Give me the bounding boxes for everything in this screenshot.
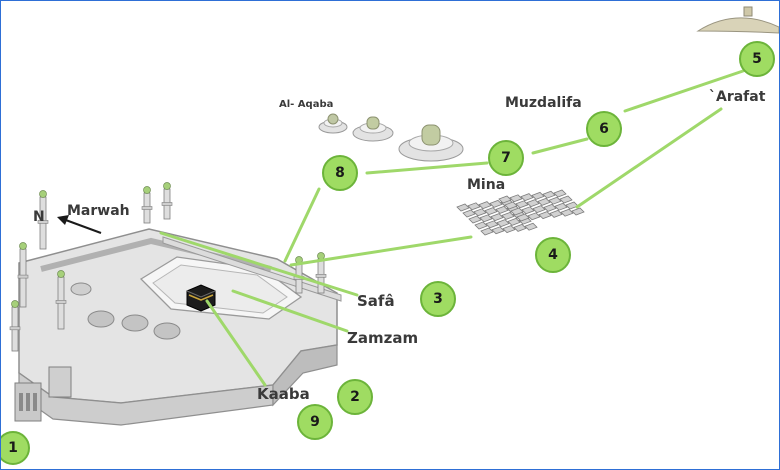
mina-tent (513, 223, 527, 232)
route-zamzam-label (231, 289, 349, 333)
label-kaaba: Kaaba (257, 385, 310, 403)
mina-tent (491, 226, 505, 235)
route-lines (159, 69, 745, 387)
mina-tent (467, 202, 481, 211)
mina-tent (456, 203, 470, 212)
step-number-9: 9 (310, 414, 320, 430)
mina-tent-camp (456, 189, 585, 236)
label-arafat: `Arafat (709, 89, 766, 105)
mina-tent (489, 199, 503, 208)
masjid-al-haram (14, 228, 342, 426)
mina-tent (507, 217, 521, 226)
mina-tent (543, 203, 557, 212)
mina-tent (496, 219, 510, 228)
label-muzdalifa: Muzdalifa (505, 95, 582, 111)
minaret (161, 182, 173, 220)
route-kaaba-label (205, 299, 267, 387)
mina-tent (484, 207, 498, 216)
mina-tent (548, 196, 562, 205)
mina-tent (549, 209, 563, 218)
route-sai-safa-marwah (159, 231, 359, 297)
label-mina: Mina (467, 177, 505, 193)
step-marker-7: 7 (488, 140, 524, 176)
mina-tent (554, 202, 568, 211)
mina-tent (480, 227, 494, 236)
mina-tent (571, 207, 585, 216)
mina-tent (509, 194, 523, 203)
mina-tent (521, 206, 535, 215)
step-number-1: 1 (8, 440, 18, 456)
mina-tent (532, 205, 546, 214)
minaret (141, 186, 153, 224)
step-marker-1: 1 (1, 431, 30, 465)
mina-tent (526, 199, 540, 208)
route-7-to-6 (531, 137, 589, 155)
jamarat-small (318, 113, 348, 134)
mina-tent (485, 220, 499, 229)
minaret (17, 242, 29, 308)
mina-tent (560, 208, 574, 217)
mina-tent (504, 201, 518, 210)
step-number-7: 7 (501, 150, 511, 166)
route-8-to-7 (365, 161, 489, 175)
mina-tent (510, 207, 524, 216)
label-zamzam: Zamzam (347, 329, 418, 347)
step-marker-2: 2 (337, 379, 373, 415)
step-marker-4: 4 (535, 237, 571, 273)
mina-tent (473, 208, 487, 217)
mina-tent (501, 211, 515, 220)
mina-tent (478, 201, 492, 210)
step-number-4: 4 (548, 247, 558, 263)
step-marker-8: 8 (322, 155, 358, 191)
compass-north-label: N (33, 209, 45, 225)
mina-tent (515, 200, 529, 209)
mina-tent (474, 221, 488, 230)
route-8-to-haram (283, 187, 321, 263)
route-6-to-5 (623, 69, 745, 113)
mina-tent (542, 190, 556, 199)
mina-tent (537, 197, 551, 206)
label-marwah: Marwah (67, 203, 130, 219)
route-mina-to-haram (289, 235, 473, 267)
minaret (37, 190, 49, 250)
mina-tent (490, 213, 504, 222)
label-al-aqaba: Al- Aqaba (279, 99, 333, 110)
label-safa: Safâ (357, 292, 395, 310)
mina-tent (538, 211, 552, 220)
step-number-8: 8 (335, 165, 345, 181)
step-marker-5: 5 (739, 41, 775, 77)
mina-tent (462, 209, 476, 218)
step-number-5: 5 (752, 51, 762, 67)
mina-tent (527, 212, 541, 221)
mount-arafat (696, 6, 779, 34)
mina-tent (531, 191, 545, 200)
mina-tent (479, 214, 493, 223)
minaret (55, 270, 67, 330)
minaret (9, 300, 21, 352)
mina-tent (553, 189, 567, 198)
step-number-2: 2 (350, 389, 360, 405)
step-number-6: 6 (599, 121, 609, 137)
jamarat-large (398, 124, 464, 162)
mina-tent (468, 215, 482, 224)
mina-tent (516, 213, 530, 222)
mina-tent (495, 205, 509, 214)
north-arrow (57, 215, 102, 234)
mina-tent (520, 193, 534, 202)
mina-tent (559, 195, 573, 204)
jamarat-middle (352, 116, 394, 142)
step-marker-9: 9 (297, 404, 333, 440)
mina-tent (502, 225, 516, 234)
mina-tent (498, 195, 512, 204)
step-number-3: 3 (433, 291, 443, 307)
step-marker-6: 6 (586, 111, 622, 147)
mina-tent (524, 222, 538, 231)
step-marker-3: 3 (420, 281, 456, 317)
route-arafat-to-4 (575, 107, 723, 209)
